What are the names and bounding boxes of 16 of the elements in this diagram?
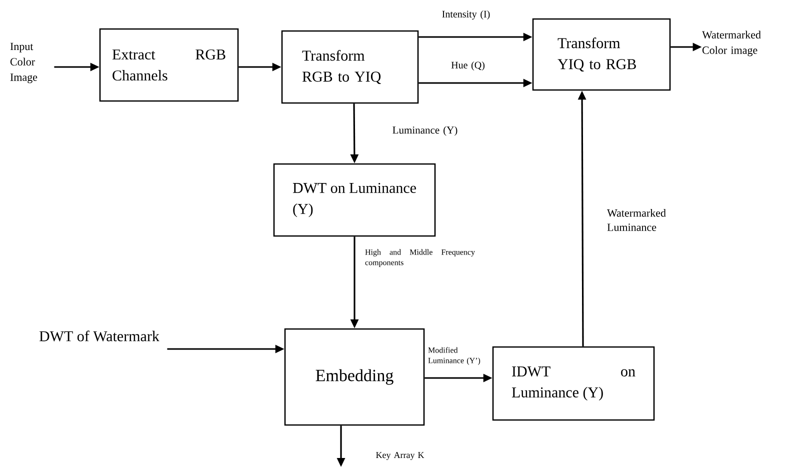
process-box: DWT on Luminance (Y) [273, 163, 436, 237]
edge-label: Intensity (I) [442, 10, 490, 20]
edge-label: Hue (Q) [451, 61, 484, 71]
output-text: Watermarked Color image [702, 30, 761, 56]
edge-label: Modified Luminance (Y’) [428, 347, 480, 365]
process-box: Transform YIQ to RGB [532, 18, 671, 91]
edge-label: Key Array K [376, 452, 424, 460]
process-box: Transform RGB to YIQ [281, 30, 419, 104]
process-box: Extract RGB Channels [99, 28, 239, 102]
edge-label: High and Middle Frequency components [365, 249, 475, 267]
edge-label: Watermarked Luminance [607, 209, 666, 232]
input-text: DWT of Watermark [39, 330, 160, 342]
edge-label: Luminance (Y) [392, 126, 458, 136]
process-box: IDWT on Luminance (Y) [492, 346, 655, 421]
input-text: Input Color Image [10, 42, 38, 84]
process-box: Embedding [284, 328, 425, 426]
